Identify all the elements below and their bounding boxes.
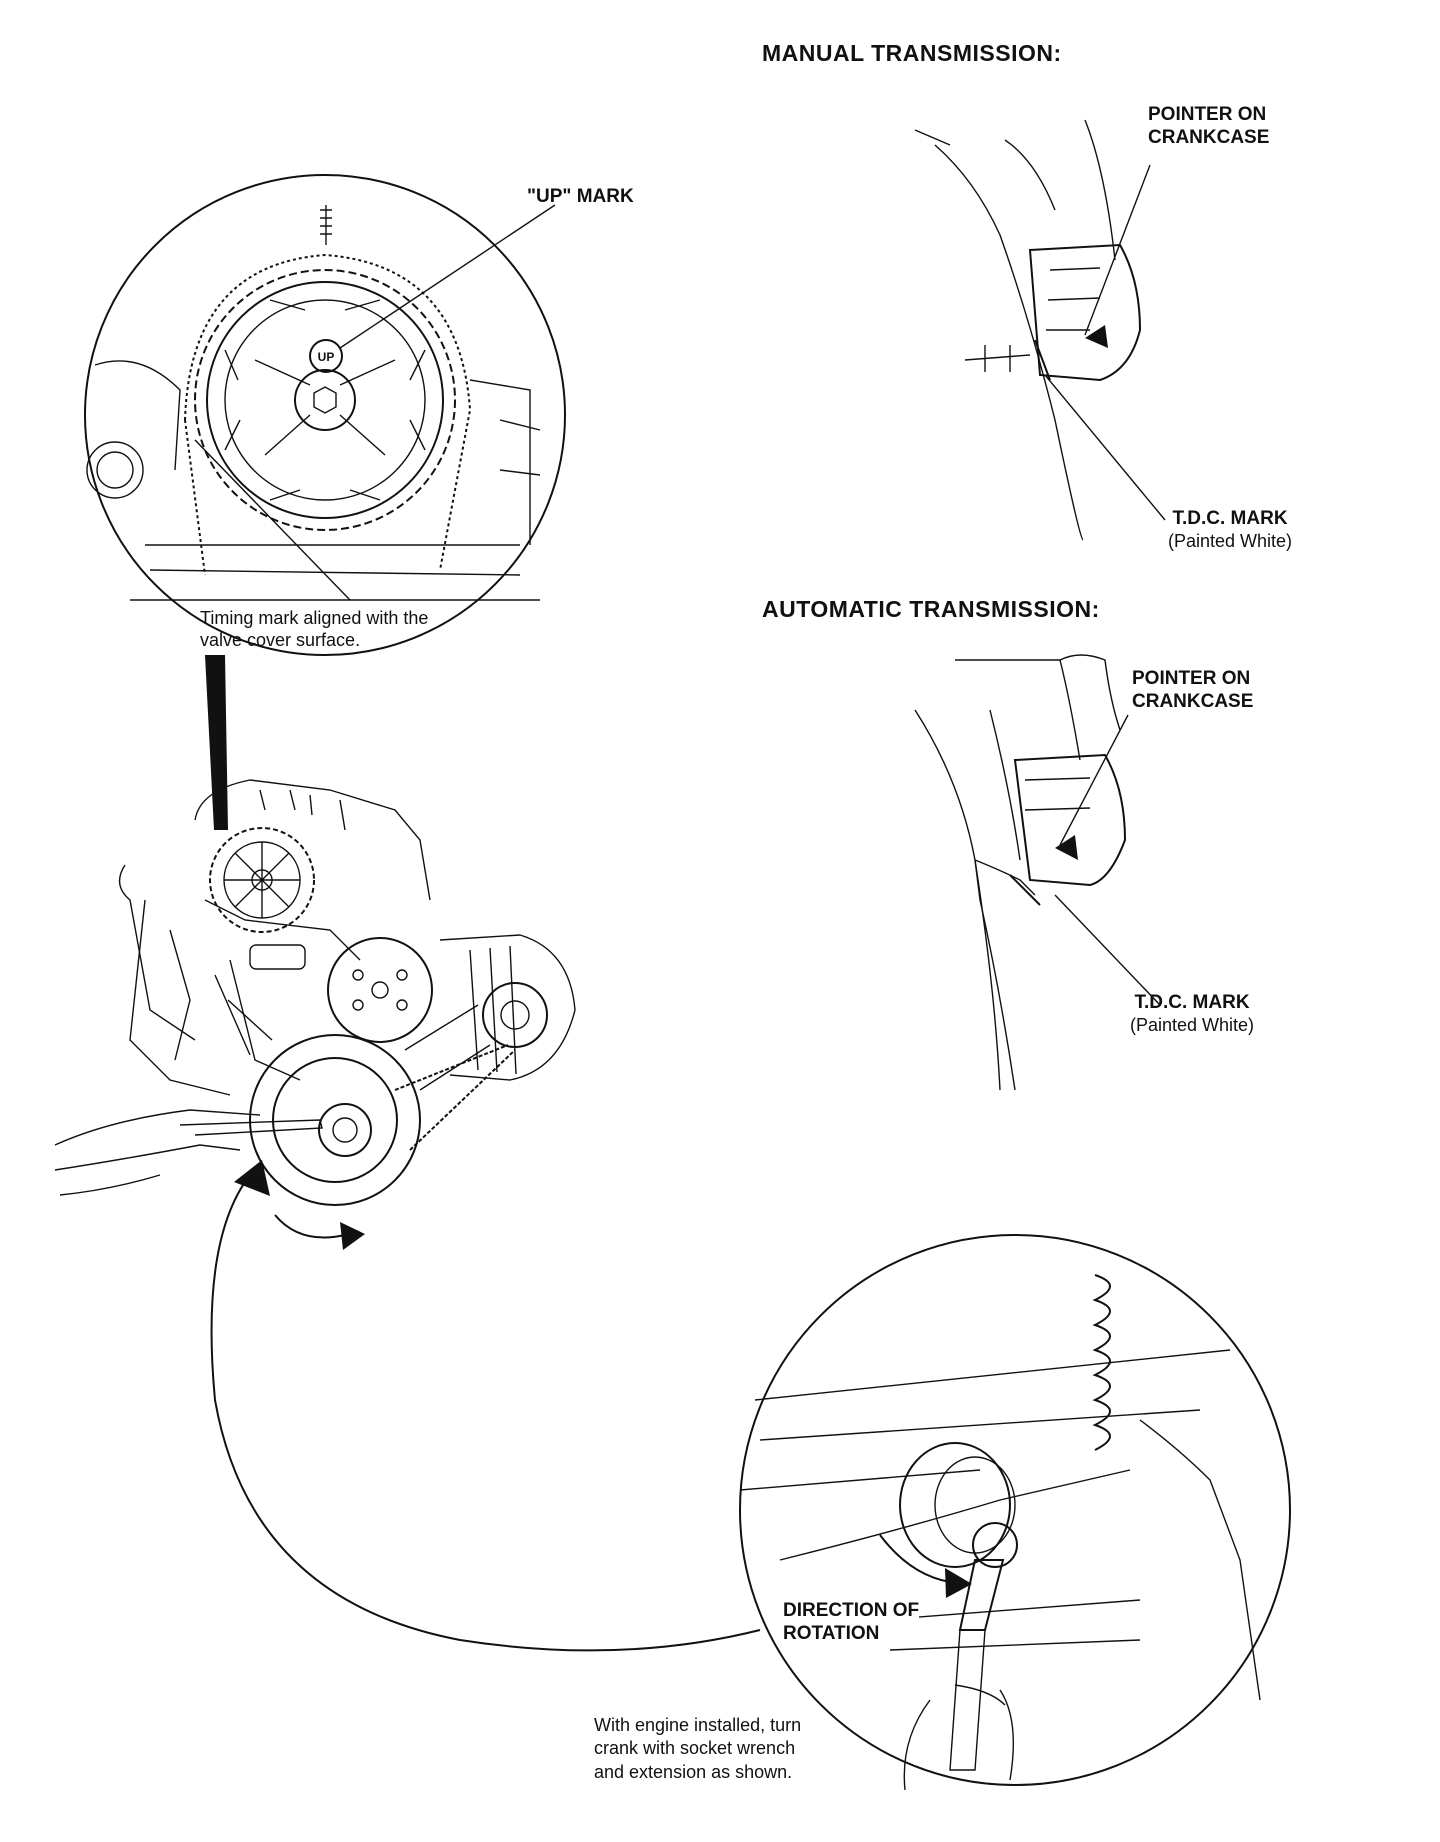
manual-tdc-line1: T.D.C. MARK — [1172, 508, 1288, 529]
automatic-transmission-heading: AUTOMATIC TRANSMISSION: — [762, 596, 1100, 622]
manual-pointer-line2: CRANKCASE — [1148, 126, 1270, 148]
cam-caption-line2: valve cover surface. — [200, 629, 361, 650]
up-mark-label: "UP" MARK — [527, 186, 634, 207]
automatic-tdc-line2: (Painted White) — [1130, 1014, 1255, 1035]
crank-rotation-detail — [739, 1234, 1291, 1791]
automatic-tdc-line1: T.D.C. MARK — [1134, 992, 1250, 1013]
manual-pointer-label: POINTER ON CRANKCASE — [1148, 104, 1269, 150]
note-line1: With engine installed, turn — [594, 1715, 802, 1735]
automatic-tdc-detail — [914, 654, 1161, 1091]
automatic-pointer-line1: POINTER ON — [1132, 668, 1251, 689]
crank-pulley-highlight — [249, 1034, 421, 1206]
cam-caption-line1: Timing mark aligned with the — [200, 608, 429, 628]
direction-of-rotation-label: DIRECTION OF ROTATION — [783, 1600, 920, 1646]
manual-pointer-line1: POINTER ON — [1148, 104, 1267, 125]
cam-pulley-detail: UP — [84, 174, 566, 830]
engine-front-view — [54, 779, 761, 1652]
manual-tdc-detail — [914, 119, 1166, 541]
manual-tdc-line2: (Painted White) — [1168, 530, 1293, 551]
automatic-pointer-label: POINTER ON CRANKCASE — [1132, 668, 1253, 714]
manual-tdc-label: T.D.C. MARK (Painted White) — [1168, 508, 1292, 552]
rotation-line2: ROTATION — [783, 1622, 880, 1644]
rotation-line1: DIRECTION OF — [783, 1600, 920, 1621]
note-line2: crank with socket wrench — [594, 1738, 796, 1759]
cam-pulley — [194, 269, 456, 531]
automatic-tdc-label: T.D.C. MARK (Painted White) — [1130, 992, 1254, 1036]
cam-timing-caption: Timing mark aligned with the valve cover… — [200, 608, 428, 651]
up-mark-stamp — [309, 339, 343, 373]
engine-installed-note: With engine installed, turn crank with s… — [594, 1714, 801, 1784]
connector-arrow — [210, 1174, 761, 1652]
svg-text:UP: UP — [318, 350, 335, 364]
automatic-pointer-line2: CRANKCASE — [1132, 690, 1254, 712]
note-line3: and extension as shown. — [594, 1761, 793, 1782]
manual-transmission-heading: MANUAL TRANSMISSION: — [762, 40, 1062, 66]
